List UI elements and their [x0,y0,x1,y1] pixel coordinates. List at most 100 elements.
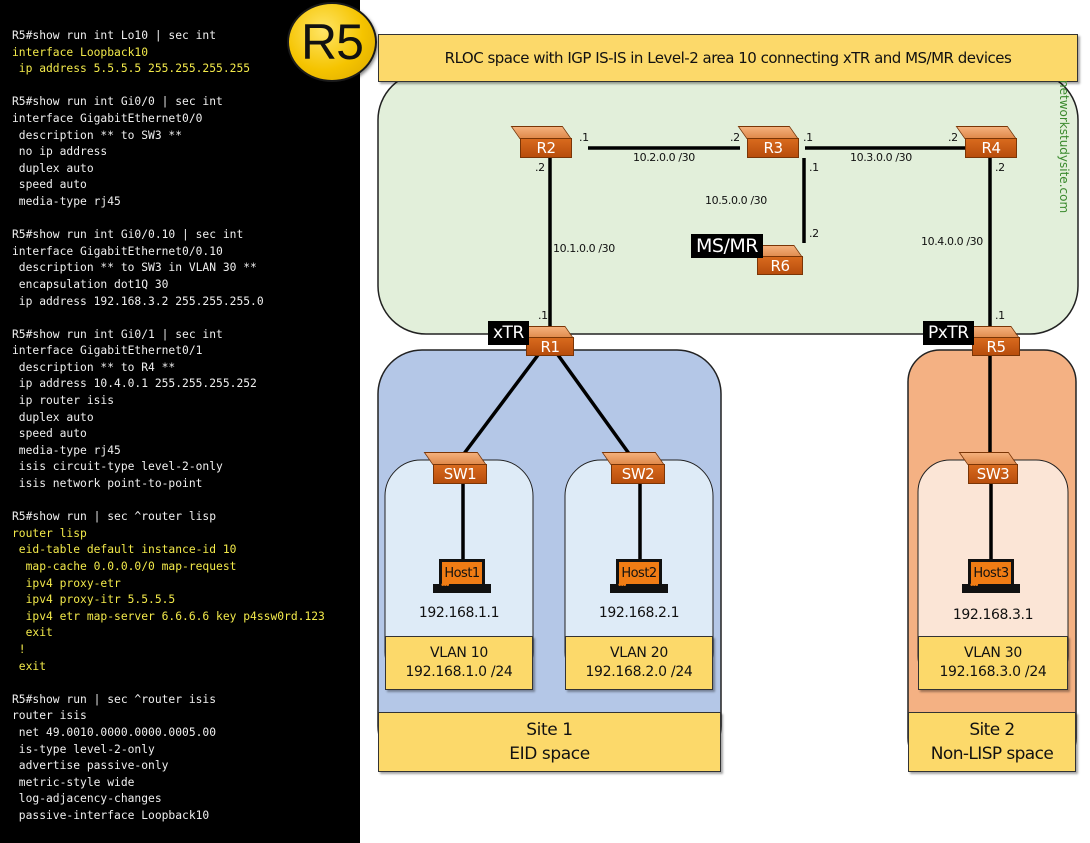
terminal-line: exit [12,626,53,640]
network-diagram: RLOC space with IGP IS-IS in Level-2 are… [360,0,1090,843]
switch-label: SW2 [611,464,665,484]
vlan30-banner: VLAN 30 192.168.3.0 /24 [918,636,1068,690]
terminal-line: description ** to R4 ** [12,360,176,374]
terminal-line: media-type rj45 [12,443,121,457]
site2-banner: Site 2 Non-LISP space [908,712,1076,772]
terminal-line: ip address 192.168.3.2 255.255.255.0 [12,294,264,308]
r3-r6-b-label: .2 [809,227,819,240]
host1-label: Host1 [439,559,485,585]
host1-ip: 192.168.1.1 [418,605,500,621]
router-r6[interactable]: R6 [748,245,803,275]
r3-r4-b-label: .2 [948,131,958,144]
switch-sw1[interactable]: SW1 [423,452,487,484]
terminal-line: ip address 10.4.0.1 255.255.255.252 [12,377,257,391]
watermark: networkstudysite.com [1057,80,1071,214]
host2-label: Host2 [616,559,662,585]
terminal-line: R5#show run int Gi0/0 | sec int [12,95,223,109]
r3-r4-a-label: .1 [803,131,813,144]
router-label: R4 [965,138,1017,158]
laptop-keyboard-dots: ••• [970,580,978,591]
site1-banner: Site 1 EID space [378,712,721,772]
router-label: R1 [526,337,574,356]
terminal-line: ip address 5.5.5.5 255.255.255.255 [12,62,251,76]
terminal-line: router lisp [12,526,87,540]
router-label: R3 [747,138,799,158]
terminal-line: speed auto [12,427,87,441]
terminal-line: ipv4 etr map-server 6.6.6.6 key p4ssw0rd… [12,609,325,623]
vlan20-name: VLAN 20 [610,645,668,661]
terminal-line: isis circuit-type level-2-only [12,460,223,474]
router-r3[interactable]: R3 [737,126,799,158]
terminal-line: ! [12,642,26,656]
terminal-line: media-type rj45 [12,194,121,208]
terminal-line: R5#show run int Gi0/0.10 | sec int [12,228,244,242]
terminal-line: ip router isis [12,394,115,408]
terminal-line: interface GigabitEthernet0/1 [12,344,203,358]
terminal-line: interface GigabitEthernet0/0.10 [12,244,223,258]
router-badge: R5 [287,2,377,82]
router-r1[interactable]: R1 [517,326,574,356]
host3-label: Host3 [968,559,1014,585]
r4-r5-b-label: .2 [995,161,1005,174]
terminal-line: description ** to SW3 in VLAN 30 ** [12,261,257,275]
terminal-line: interface Loopback10 [12,45,149,59]
host3-ip: 192.168.3.1 [952,607,1034,623]
vlan10-subnet: 192.168.1.0 /24 [405,664,513,680]
vlan20-subnet: 192.168.2.0 /24 [585,664,693,680]
laptop-base [433,584,491,593]
r2-r1-b-label: .2 [535,161,545,174]
terminal-line [12,493,360,510]
role-tag-xtr: xTR [488,321,529,345]
terminal-line: ipv4 proxy-etr [12,576,121,590]
host3[interactable]: Host3 ••• [962,559,1020,593]
switch-sw3[interactable]: SW3 [958,452,1018,484]
router-label: R6 [757,256,803,275]
r2-r3-b-label: .2 [730,131,740,144]
r3-r6-subnet-label: 10.5.0.0 /30 [705,194,767,207]
terminal-line: map-cache 0.0.0.0/0 map-request [12,560,237,573]
router-r2[interactable]: R2 [510,126,572,158]
link-r1-sw2 [556,353,632,457]
host2[interactable]: Host2 ••• [610,559,668,593]
terminal-line: interface GigabitEthernet0/0 [12,111,203,125]
r2-r3-subnet-label: 10.2.0.0 /30 [633,151,695,164]
terminal-line: passive-interface Loopback10 [12,808,210,822]
r3-r6-a-label: .1 [809,161,819,174]
router-r4[interactable]: R4 [955,126,1017,158]
laptop-keyboard-dots: ••• [441,580,449,591]
rloc-banner: RLOC space with IGP IS-IS in Level-2 are… [378,34,1078,82]
router-r5[interactable]: R5 [963,326,1020,356]
terminal-line: R5#show run int Gi0/1 | sec int [12,327,223,341]
terminal-line: duplex auto [12,161,94,175]
switch-sw2[interactable]: SW2 [601,452,665,484]
terminal-line: exit [12,659,47,673]
switch-label: SW3 [968,464,1018,484]
rloc-banner-text: RLOC space with IGP IS-IS in Level-2 are… [444,49,1012,67]
r3-r4-subnet-label: 10.3.0.0 /30 [850,151,912,164]
terminal-line: speed auto [12,178,87,192]
terminal-line: duplex auto [12,410,94,424]
router-label: R5 [972,337,1020,356]
terminal-output: R5#show run int Lo10 | sec int interface … [0,0,360,843]
host1[interactable]: Host1 ••• [433,559,491,593]
terminal-line [12,675,360,692]
link-r1-sw1 [461,353,540,457]
site1-subtitle: EID space [509,744,590,764]
vlan20-banner: VLAN 20 192.168.2.0 /24 [565,636,713,690]
terminal-line: router isis [12,709,87,723]
vlan30-subnet: 192.168.3.0 /24 [939,664,1047,680]
terminal-line: ipv4 proxy-itr 5.5.5.5 [12,593,176,607]
vlan30-name: VLAN 30 [964,645,1022,661]
terminal-line: R5#show run | sec ^router lisp [12,510,217,524]
laptop-keyboard-dots: ••• [618,580,626,591]
r2-r3-a-label: .1 [579,131,589,144]
switch-label: SW1 [433,464,487,484]
r4-r5-a-label: .1 [995,309,1005,322]
r4-r5-subnet-label: 10.4.0.0 /30 [921,235,983,248]
laptop-base [962,584,1020,593]
terminal-line: R5#show run int Lo10 | sec int [12,29,217,42]
vlan10-name: VLAN 10 [430,645,488,661]
terminal-line: description ** to SW3 ** [12,128,183,142]
terminal-line: no ip address [12,145,108,159]
terminal-line: isis network point-to-point [12,477,203,491]
